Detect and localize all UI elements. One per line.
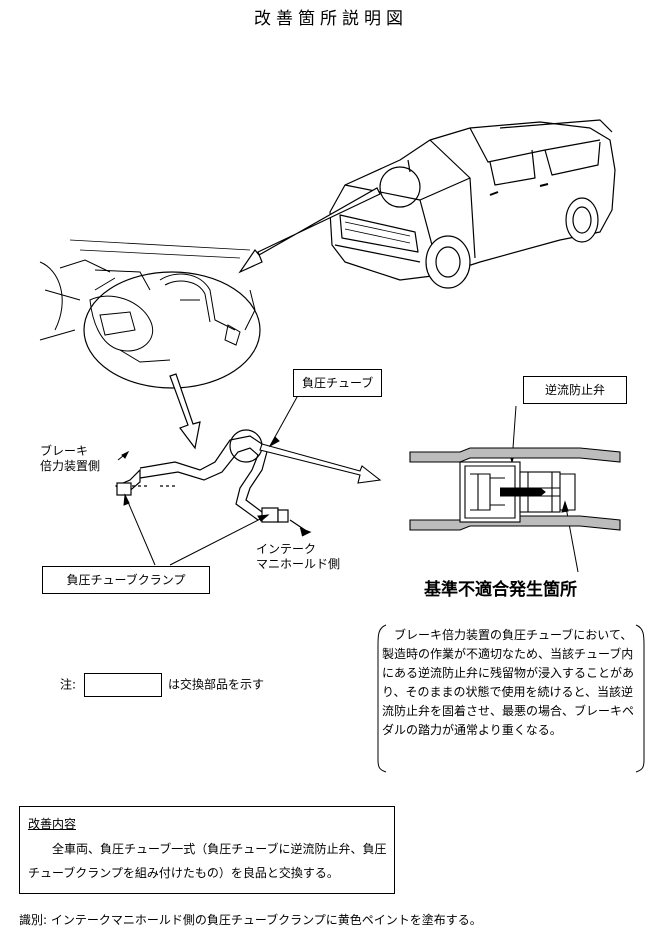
car-illustration bbox=[329, 119, 616, 289]
check-valve-highlight-circle bbox=[229, 429, 263, 463]
note-suffix: は交換部品を示す bbox=[168, 677, 265, 692]
label-intake-manifold-side: インテーク マニホールド側 bbox=[256, 542, 341, 571]
replacement-part-note: 注: は交換部品を示す bbox=[60, 673, 264, 697]
hood-highlight-circle bbox=[379, 166, 421, 208]
check-valve-cross-section bbox=[409, 447, 621, 531]
label-check-valve: 逆流防止弁 bbox=[523, 376, 627, 404]
replacement-part-swatch bbox=[84, 673, 163, 697]
note-prefix: 注: bbox=[60, 677, 77, 692]
label-defect-location: 基準不適合発生箇所 bbox=[424, 580, 577, 600]
vacuum-tube-illustration bbox=[114, 435, 312, 537]
defect-description: ブレーキ倍力装置の負圧チューブにおいて、製造時の作業が不適切なため、当該チューブ… bbox=[382, 626, 640, 740]
arrow-to-tube-detail bbox=[169, 373, 201, 450]
engine-bay-illustration bbox=[39, 239, 261, 389]
improvement-box: 改善内容 全車両、負圧チューブ一式（負圧チューブに逆流防止弁、負圧チューブクラン… bbox=[19, 806, 395, 894]
identification-note: 識別: インテークマニホールド側の負圧チューブクランプに黄色ペイントを塗布する。 bbox=[19, 913, 482, 927]
defect-description-text: ブレーキ倍力装置の負圧チューブにおいて、製造時の作業が不適切なため、当該チューブ… bbox=[382, 628, 635, 737]
page-title: 改善箇所説明図 bbox=[254, 9, 408, 29]
arrow-to-engine-detail bbox=[238, 187, 381, 274]
label-brake-booster-side: ブレーキ 倍力装置側 bbox=[40, 444, 101, 473]
improvement-body: 全車両、負圧チューブ一式（負圧チューブに逆流防止弁、負圧チューブクランプを組み付… bbox=[28, 842, 387, 880]
label-tube-clamp: 負圧チューブクランプ bbox=[42, 566, 210, 594]
label-vacuum-tube: 負圧チューブ bbox=[293, 369, 383, 397]
improvement-heading: 改善内容 bbox=[28, 817, 77, 831]
arrow-to-valve-detail bbox=[259, 443, 382, 484]
